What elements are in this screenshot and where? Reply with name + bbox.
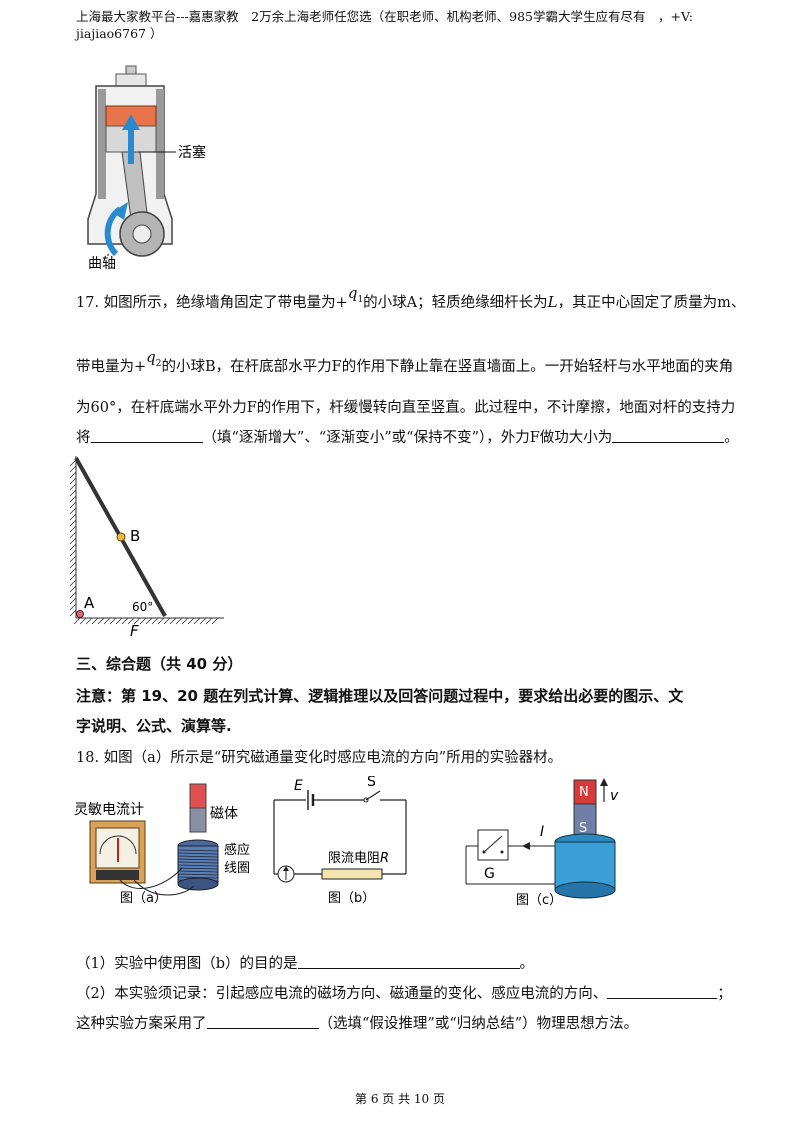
label-crank: 曲轴 <box>88 256 116 272</box>
q2-symbol: q2 <box>146 348 162 369</box>
label-E: E <box>294 778 303 794</box>
label-piston: 活塞 <box>178 144 206 161</box>
label-angle: 60° <box>132 600 153 614</box>
q17-blank-1[interactable] <box>90 428 203 443</box>
label-magnet: 磁体 <box>210 806 238 822</box>
q17-rod-figure: B A 60° F <box>69 456 224 640</box>
label-switch-S: S <box>367 776 376 790</box>
header-line-1: 上海最大家教平台---嘉惠家教 2万余上海老师任您选（在职老师、机构老师、985… <box>76 9 693 24</box>
label-v: v <box>610 788 619 804</box>
q18-sub-3: 这种实验方案采用了（选填“假设推理”或“归纳总结”）物理思想方法。 <box>76 1014 639 1032</box>
label-galvanometer: 灵敏电流计 <box>74 802 144 818</box>
caption-c: 图（c） <box>516 893 562 906</box>
page-header: 上海最大家教平台---嘉惠家教 2万余上海老师任您选（在职老师、机构老师、985… <box>76 8 736 42</box>
label-A: A <box>84 594 95 612</box>
q18-sub-1: （1）实验中使用图（b）的目的是。 <box>76 954 535 972</box>
label-S-pole: S <box>579 821 587 836</box>
section3-title: 三、综合题（共 40 分） <box>76 655 243 673</box>
ball-B <box>116 532 126 542</box>
q18-sub-2: （2）本实验须记录：引起感应电流的磁场方向、磁通量的变化、感应电流的方向、； <box>76 984 732 1002</box>
q18-blank-3[interactable] <box>206 1014 319 1029</box>
caption-a: 图（a） <box>120 891 167 906</box>
q1-symbol: q1 <box>347 284 364 305</box>
header-line-2: jiajiao6767 ） <box>76 26 163 41</box>
q18-intro: 18. 如图（a）所示是“研究磁通量变化时感应电流的方向”所用的实验器材。 <box>76 750 563 766</box>
page-footer: 第 6 页 共 10 页 <box>355 1092 445 1106</box>
label-G: G <box>484 866 495 882</box>
q17-line-3: 为60°，在杆底端水平外力F的作用下，杆缓慢转向直至竖直。此过程中，不计摩擦，地… <box>76 400 736 416</box>
q18-blank-2[interactable] <box>607 984 718 999</box>
label-N: N <box>579 785 589 800</box>
q18-figure-c: N S v I G 图（c） <box>465 778 619 906</box>
q17-line-4: 将（填“逐渐增大”、“逐渐变小”或“保持不变”），外力F做功大小为。 <box>76 428 739 446</box>
q17-blank-2[interactable] <box>612 428 725 443</box>
label-I: I <box>540 824 544 840</box>
q17-line-2: 带电量为+q2的小球B，在杆底部水平力F的作用下静止靠在竖直墙面上。一开始轻杆与… <box>76 348 734 375</box>
section3-note-2: 字说明、公式、演算等. <box>76 717 232 735</box>
caption-b: 图（b） <box>328 891 375 906</box>
section3-note-1: 注意：第 19、20 题在列式计算、逻辑推理以及回答问题过程中，要求给出必要的图… <box>76 687 684 705</box>
q18-blank-1[interactable] <box>297 954 520 969</box>
label-B: B <box>130 527 140 545</box>
q18-figure-a: 灵敏电流计 磁体 感应 线圈 图（a） <box>74 783 250 906</box>
ball-A <box>76 610 84 618</box>
engine-figure: 活塞 曲轴 <box>87 65 206 272</box>
label-F: F <box>130 622 139 640</box>
label-coil-1: 感应 <box>224 842 250 858</box>
label-coil-2: 线圈 <box>224 861 250 876</box>
q17-line-1: 17. 如图所示，绝缘墙角固定了带电量为+q1的小球A；轻质绝缘细杆长为L，其正… <box>76 284 746 311</box>
label-resistor: 限流电阻R <box>328 851 389 866</box>
q18-figure-b: E S 限流电阻R 图（b） <box>273 776 407 906</box>
